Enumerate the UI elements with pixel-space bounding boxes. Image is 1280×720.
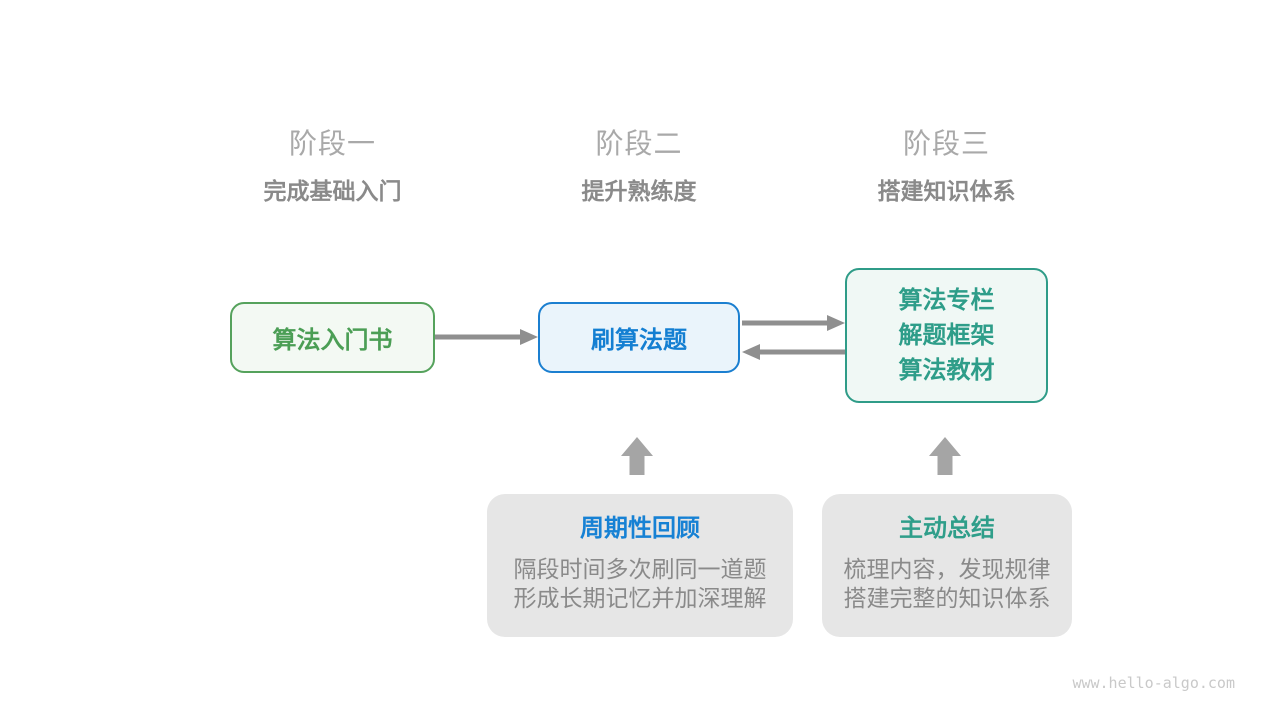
- stage-1-header: 阶段一 完成基础入门: [230, 126, 435, 206]
- node-knowledge-line-3: 算法教材: [898, 357, 995, 384]
- stage-2-subtitle: 提升熟练度: [581, 178, 697, 204]
- callout-active-summary-body: 梳理内容，发现规律 搭建完整的知识体系: [822, 555, 1072, 613]
- arrow-up-summary-icon: [929, 437, 961, 475]
- callout-active-summary-title: 主动总结: [899, 515, 995, 542]
- callout-periodic-review-title: 周期性回顾: [580, 515, 700, 542]
- callout-periodic-review-body-line-1: 隔段时间多次刷同一道题: [513, 556, 767, 582]
- node-practice-problems: 刷算法题: [538, 302, 740, 373]
- stage-3-label: 阶段三: [902, 128, 990, 159]
- stage-2-header: 阶段二 提升熟练度: [538, 126, 740, 206]
- node-practice-problems-label: 刷算法题: [591, 327, 687, 354]
- callout-active-summary: 主动总结 梳理内容，发现规律 搭建完整的知识体系: [822, 494, 1072, 637]
- callout-periodic-review-body: 隔段时间多次刷同一道题 形成长期记忆并加深理解: [487, 555, 793, 613]
- node-knowledge-line-1: 算法专栏: [898, 287, 995, 314]
- node-knowledge-line-2: 解题框架: [898, 322, 995, 349]
- callout-periodic-review: 周期性回顾 隔段时间多次刷同一道题 形成长期记忆并加深理解: [487, 494, 793, 637]
- stage-1-subtitle: 完成基础入门: [263, 178, 402, 204]
- arrow-left-stage3-to-stage2-icon: [742, 344, 845, 360]
- arrow-right-stage1-to-stage2-icon: [435, 329, 538, 345]
- node-intro-book-label: 算法入门书: [272, 327, 393, 354]
- node-intro-book: 算法入门书: [230, 302, 435, 373]
- stage-1-label: 阶段一: [288, 128, 376, 159]
- callout-active-summary-body-line-1: 梳理内容，发现规律: [843, 556, 1051, 582]
- node-knowledge-resources: 算法专栏 解题框架 算法教材: [845, 268, 1048, 403]
- callout-periodic-review-body-line-2: 形成长期记忆并加深理解: [513, 585, 767, 611]
- stage-3-header: 阶段三 搭建知识体系: [845, 126, 1048, 206]
- stage-3-subtitle: 搭建知识体系: [877, 178, 1016, 204]
- stage-2-label: 阶段二: [595, 128, 683, 159]
- arrow-right-stage2-to-stage3-icon: [742, 315, 845, 331]
- watermark: www.hello-algo.com: [1072, 674, 1235, 692]
- arrow-up-review-icon: [621, 437, 653, 475]
- callout-active-summary-body-line-2: 搭建完整的知识体系: [843, 585, 1051, 611]
